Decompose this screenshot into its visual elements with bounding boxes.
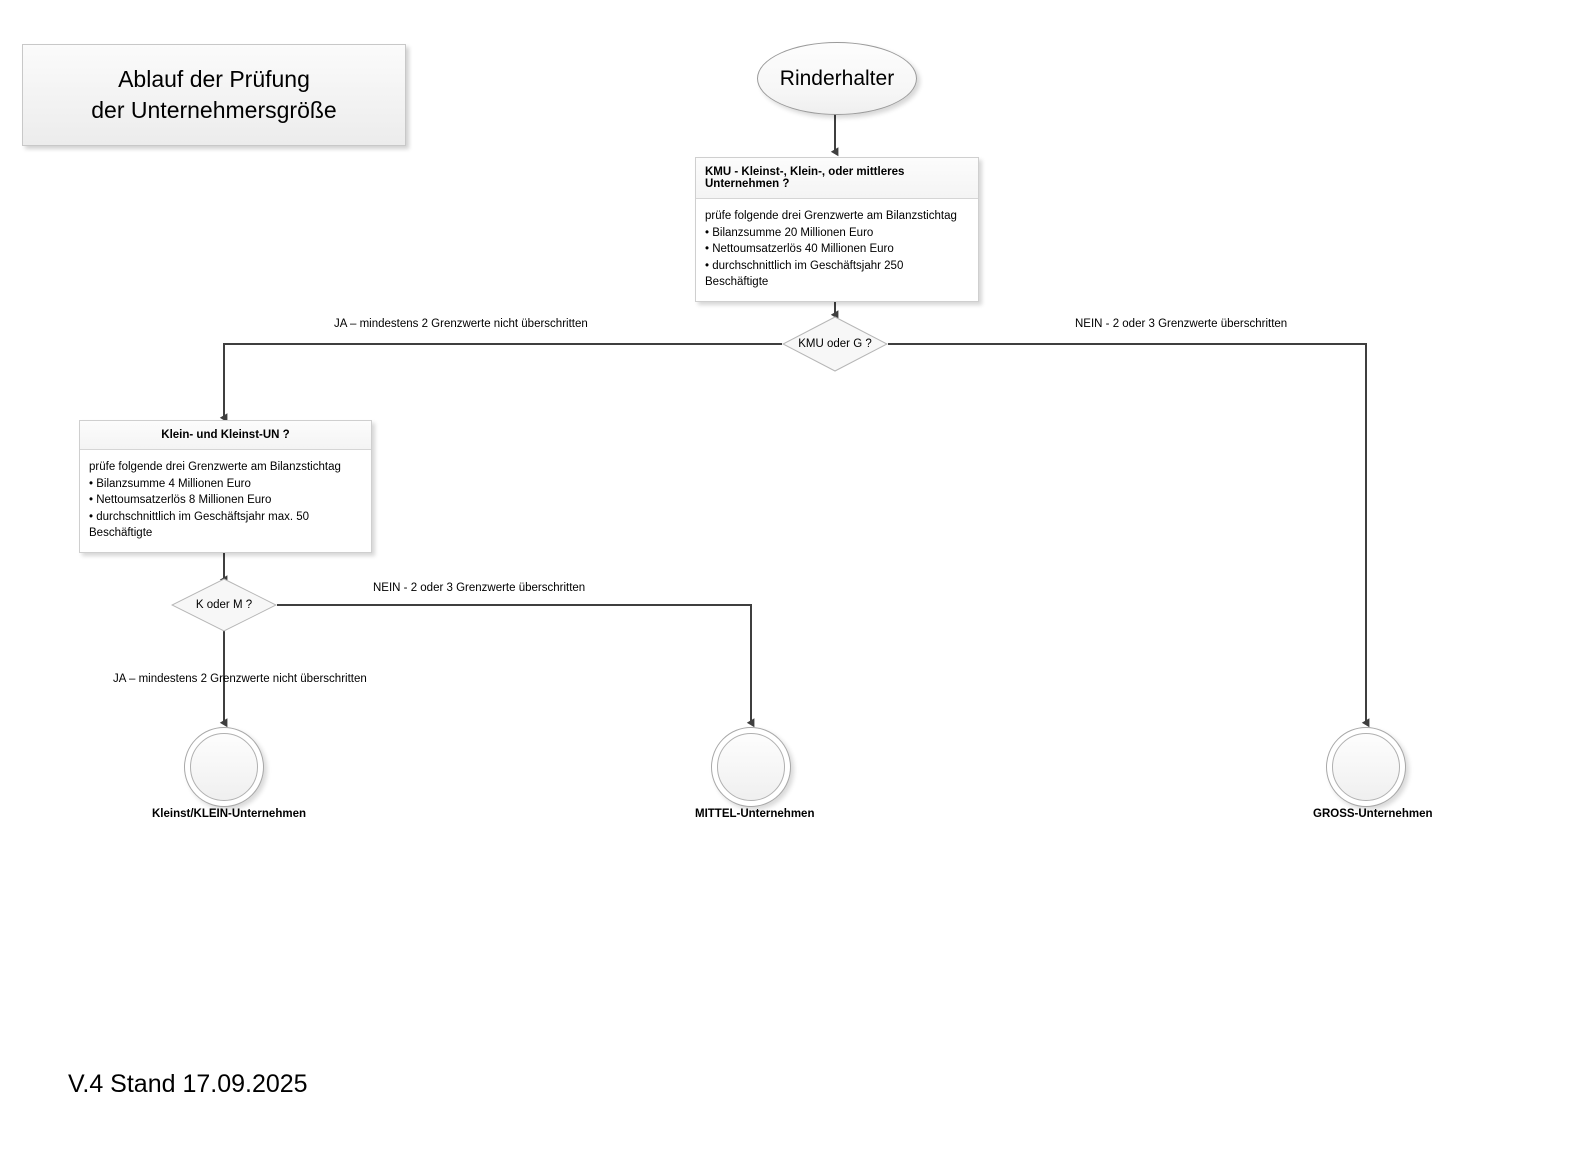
edge-label-klein-yes: JA – mindestens 2 Grenzwerte nicht übers… xyxy=(113,673,367,685)
end-node-inner-ring xyxy=(1332,733,1400,801)
end-node-label-kleinst-klein: Kleinst/KLEIN-Unternehmen xyxy=(152,808,306,820)
title-box: Ablauf der Prüfung der Unternehmersgröße xyxy=(22,44,406,146)
kmu-criteria-lead: prüfe folgende drei Grenzwerte am Bilanz… xyxy=(705,210,957,222)
klein-criteria-item: • durchschnittlich im Geschäftsjahr max.… xyxy=(89,510,310,540)
kmu-criteria-body: prüfe folgende drei Grenzwerte am Bilanz… xyxy=(696,199,978,301)
klein-criteria-header: Klein- und Kleinst-UN ? xyxy=(80,421,371,450)
kmu-criteria-list: • Bilanzsumme 20 Millionen Euro • Nettou… xyxy=(705,225,969,291)
end-node-kleinst-klein[interactable] xyxy=(184,727,264,807)
start-node-label: Rinderhalter xyxy=(779,66,895,90)
edge-label-kmu-no: NEIN - 2 oder 3 Grenzwerte überschritten xyxy=(1075,318,1288,330)
klein-criteria-list: • Bilanzsumme 4 Millionen Euro • Nettoum… xyxy=(89,476,362,542)
edge-label-klein-no: NEIN - 2 oder 3 Grenzwerte überschritten xyxy=(373,582,586,594)
decision-k-oder-m-label: K oder M ? xyxy=(195,599,253,611)
end-node-label-gross: GROSS-Unternehmen xyxy=(1313,808,1433,820)
title-line-1: Ablauf der Prüfung xyxy=(118,66,310,92)
kmu-criteria-box[interactable]: KMU - Kleinst-, Klein-, oder mittleres U… xyxy=(695,157,979,302)
edge-label-kmu-yes: JA – mindestens 2 Grenzwerte nicht übers… xyxy=(334,318,588,330)
footer-version: V.4 Stand 17.09.2025 xyxy=(68,1070,308,1098)
klein-criteria-item: • Nettoumsatzerlös 8 Millionen Euro xyxy=(89,494,272,506)
title-line-2: der Unternehmersgröße xyxy=(91,97,337,123)
decision-kmu-label: KMU oder G ? xyxy=(798,338,872,350)
kmu-criteria-header: KMU - Kleinst-, Klein-, oder mittleres U… xyxy=(696,158,978,199)
diamond-shape xyxy=(171,578,277,632)
kmu-criteria-item: • Bilanzsumme 20 Millionen Euro xyxy=(705,226,874,239)
start-node-rinderhalter[interactable]: Rinderhalter xyxy=(757,42,917,115)
decision-k-oder-m[interactable]: K oder M ? xyxy=(171,578,277,632)
edge-kmu-no-to-gross xyxy=(888,343,1370,728)
end-node-gross[interactable] xyxy=(1326,727,1406,807)
edge-kmu-yes-to-klein-box xyxy=(219,343,782,423)
klein-criteria-body: prüfe folgende drei Grenzwerte am Bilanz… xyxy=(80,450,371,552)
kmu-criteria-item: • Nettoumsatzerlös 40 Millionen Euro xyxy=(705,243,894,255)
end-node-inner-ring xyxy=(190,733,258,801)
klein-criteria-item: • Bilanzsumme 4 Millionen Euro xyxy=(89,477,251,490)
decision-kmu-oder-g[interactable]: KMU oder G ? xyxy=(782,316,888,372)
klein-criteria-lead: prüfe folgende drei Grenzwerte am Bilanz… xyxy=(89,461,341,473)
edge-klein-no-to-mittel xyxy=(277,604,755,728)
klein-criteria-box[interactable]: Klein- und Kleinst-UN ? prüfe folgende d… xyxy=(79,420,372,553)
kmu-criteria-item: • durchschnittlich im Geschäftsjahr 250 … xyxy=(705,259,904,289)
end-node-mittel[interactable] xyxy=(711,727,791,807)
diamond-shape xyxy=(782,316,888,372)
end-node-inner-ring xyxy=(717,733,785,801)
end-node-label-mittel: MITTEL-Unternehmen xyxy=(695,808,815,820)
